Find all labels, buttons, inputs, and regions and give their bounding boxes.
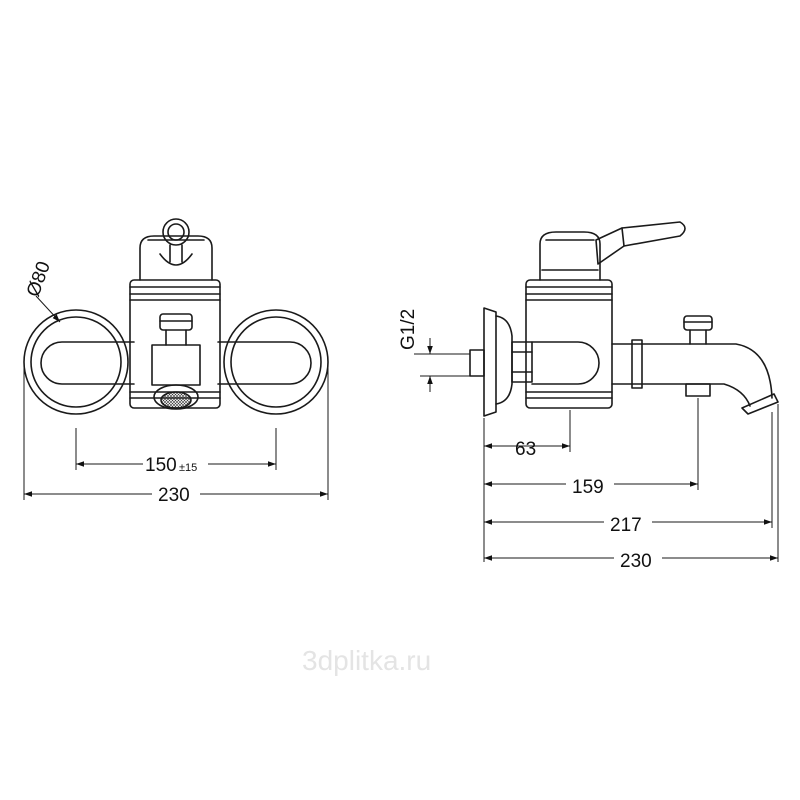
bath-spout	[611, 339, 779, 415]
spacing-label: 150	[145, 455, 177, 476]
side-view: G1/2 63 159	[398, 221, 779, 572]
dim-217-label: 217	[610, 515, 642, 536]
lever-handle	[595, 221, 686, 265]
connecting-arms	[40, 341, 312, 385]
right-wall-flange	[223, 309, 329, 415]
diameter-label: Ø80	[23, 259, 55, 300]
dim-230-label: 230	[620, 551, 652, 572]
side-body	[525, 279, 613, 409]
side-wall-flange	[483, 307, 513, 417]
dim-63-label: 63	[515, 439, 536, 460]
dim-159-label: 159	[572, 477, 604, 498]
dimension-150	[75, 428, 277, 470]
left-wall-flange	[23, 309, 129, 415]
side-cartridge-cap	[539, 231, 601, 281]
front-view: Ø80 150 ±15 230	[23, 218, 329, 506]
mixer-body	[129, 279, 221, 409]
spout-outlet	[151, 344, 201, 410]
spacing-tolerance: ±15	[179, 462, 197, 474]
cartridge-cap	[139, 235, 213, 281]
thread-label: G1/2	[398, 309, 419, 350]
diameter-leader	[35, 295, 61, 323]
inlet-thread	[469, 349, 485, 377]
hex-nut	[511, 341, 533, 383]
watermark: 3dplitka.ru	[302, 645, 431, 676]
lever-knob	[162, 218, 190, 263]
thread-dimension	[414, 338, 470, 392]
side-extension-lines	[483, 398, 779, 562]
width-label: 230	[158, 485, 190, 506]
diverter-knob	[159, 313, 193, 346]
dimension-230-front	[23, 362, 329, 500]
side-diverter	[683, 315, 713, 397]
